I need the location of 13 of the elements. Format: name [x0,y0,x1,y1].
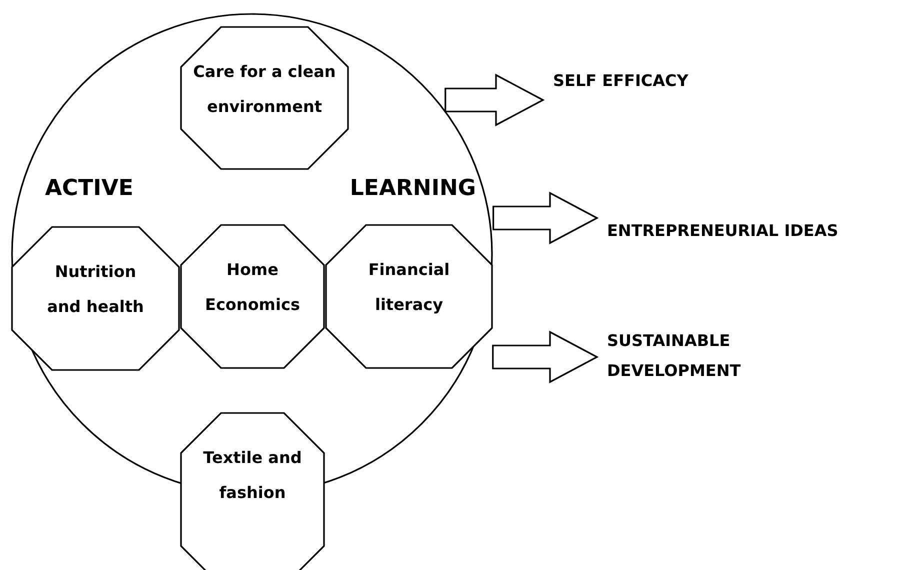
outcome-label: ENTREPRENEURIAL IDEAS [607,220,840,242]
block-arrow [444,74,545,126]
circle-heading: ACTIVE [45,178,134,200]
octagon-label: Textile and fashion [202,447,303,504]
circle-heading: LEARNING [350,178,476,200]
outcome-label: SUSTAINABLE DEVELOPMENT [607,330,742,382]
outcome-label: SELF EFFICACY [553,70,690,92]
octagon-label: Nutrition and health [46,261,145,318]
block-arrow [492,192,599,244]
octagon-label: Financial literacy [367,259,451,316]
octagon-label: Home Economics [204,259,301,316]
block-arrow [492,330,599,384]
octagon-label: Care for a clean environment [192,61,337,118]
